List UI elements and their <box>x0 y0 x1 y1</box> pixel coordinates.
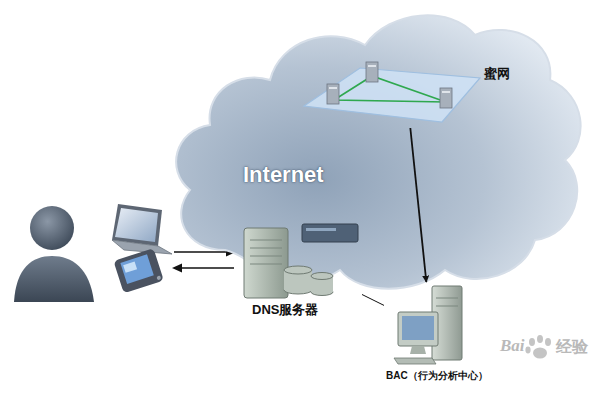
internet-cloud-shape <box>165 0 590 292</box>
user-figure <box>14 206 94 302</box>
cloud-label: Internet <box>243 162 324 188</box>
watermark-text: 经验 <box>556 337 588 358</box>
link-line <box>362 294 384 305</box>
laptop-icon <box>112 204 172 254</box>
honeynet-plane-shape <box>300 60 515 128</box>
flow-arrow <box>410 128 426 282</box>
server-label: DNS服务器 <box>252 302 318 318</box>
pda-icon <box>113 248 163 293</box>
watermark-paw <box>525 335 551 359</box>
center-label: BAC（行为分析中心） <box>386 370 488 382</box>
internet-cloud: Internet 蜜网 <box>165 0 590 292</box>
honeynet-plane: 蜜网 <box>300 60 515 128</box>
bac-computer: BAC（行为分析中心） <box>384 282 502 386</box>
watermark-text: Bai <box>500 336 525 356</box>
honeynet-label: 蜜网 <box>484 66 510 82</box>
dns-server: DNS服务器 <box>232 218 362 322</box>
